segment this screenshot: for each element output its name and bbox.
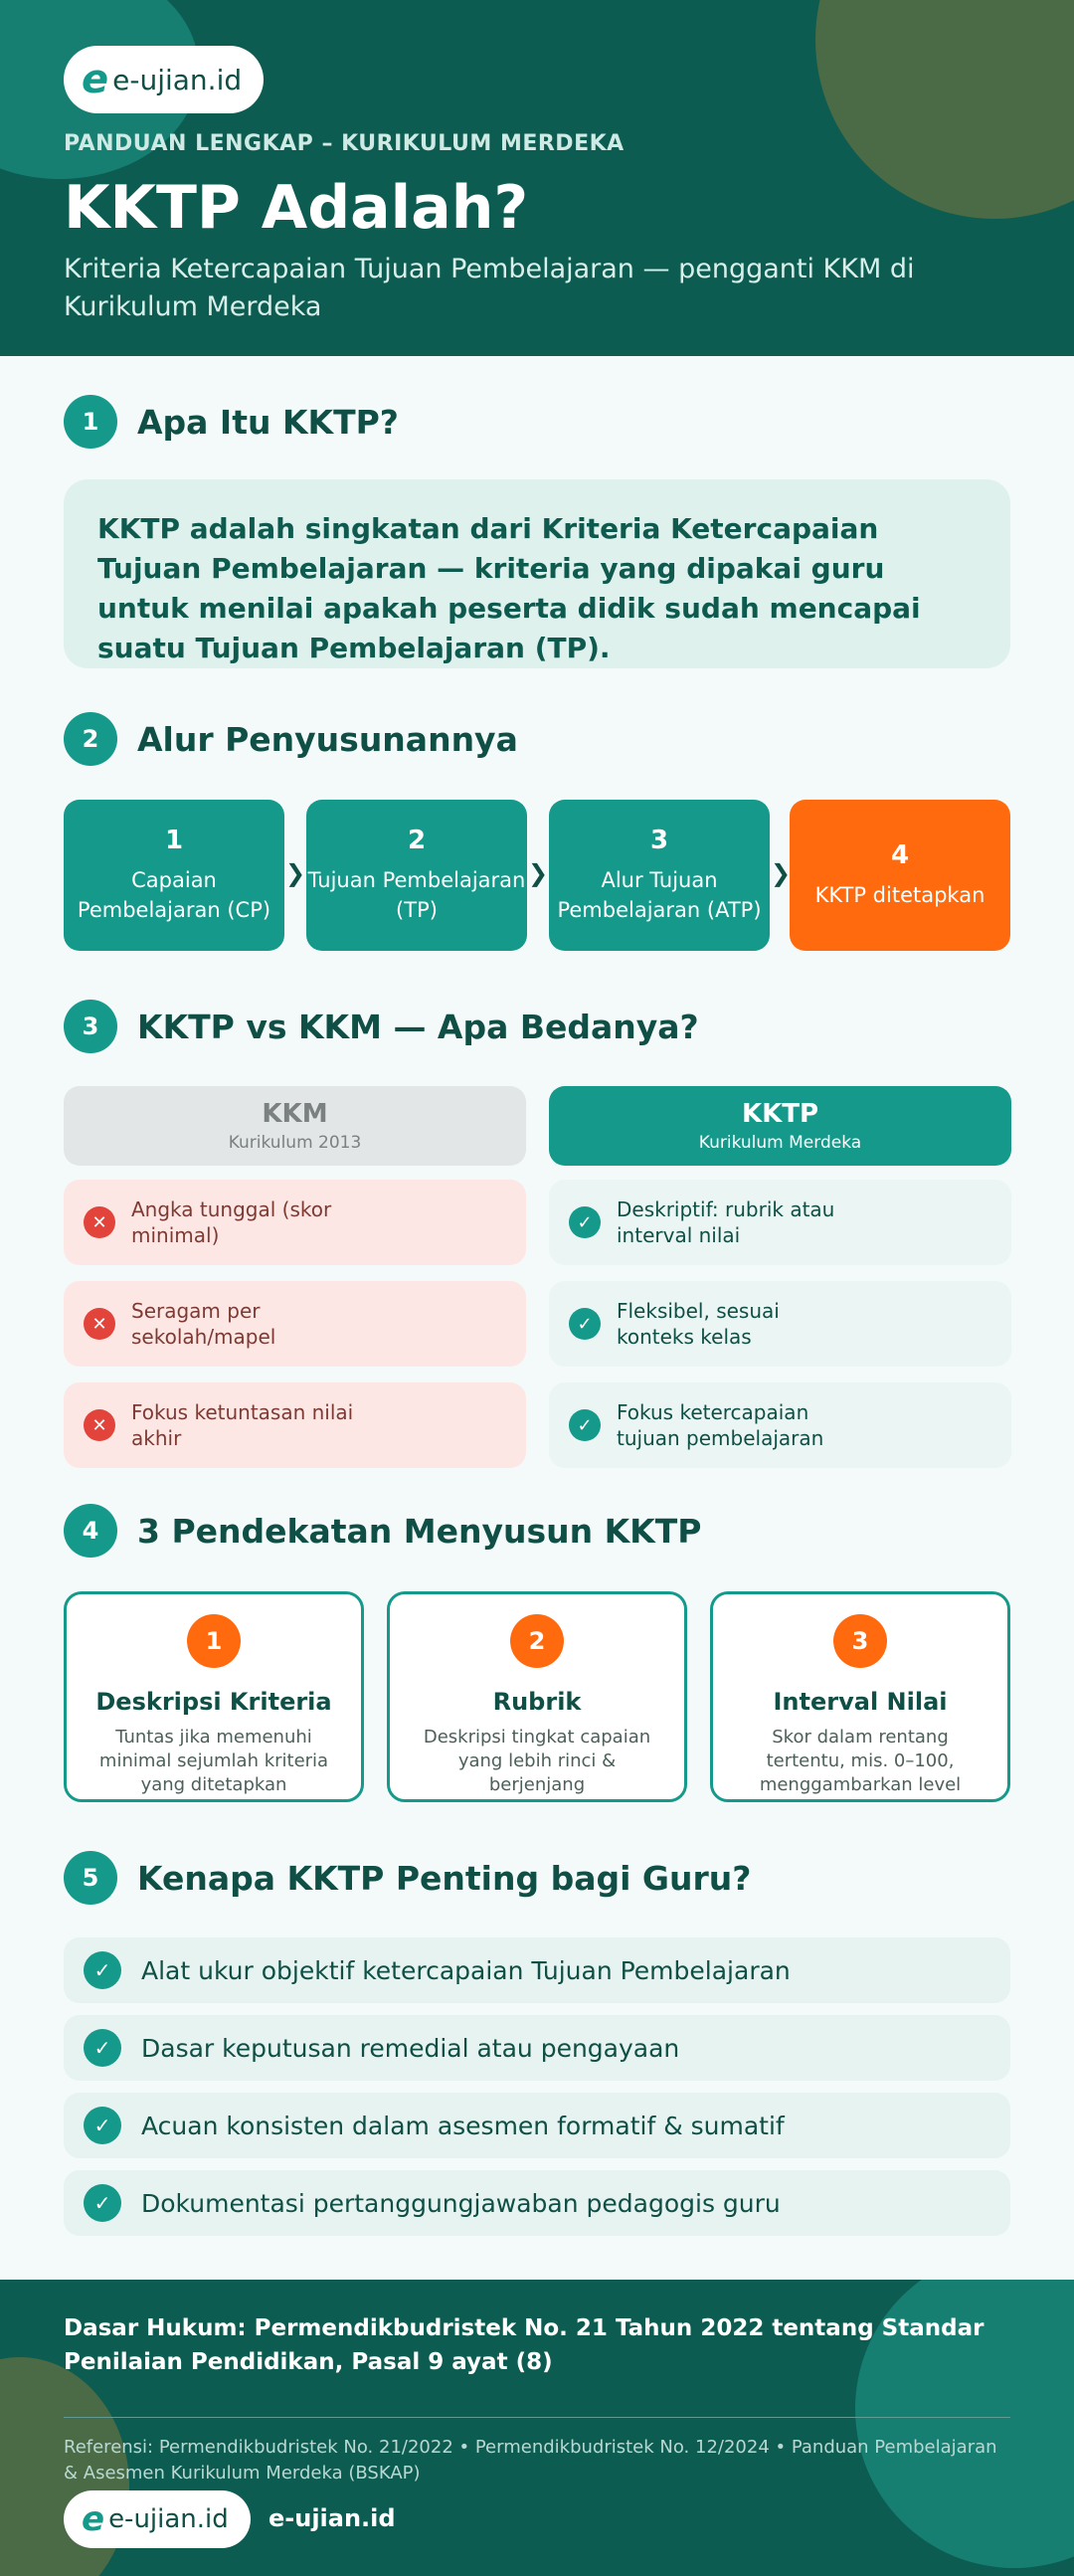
flow-diagram: 1 Capaian Pembelajaran (CP) ❯ 2 Tujuan P… bbox=[64, 800, 1010, 951]
kkm-row-text: Angka tunggal (skor minimal) bbox=[131, 1197, 332, 1247]
check-icon: ✓ bbox=[569, 1206, 601, 1238]
kkm-row-text: Seragam per sekolah/mapel bbox=[131, 1299, 276, 1349]
kkm-row: ✕ Angka tunggal (skor minimal) bbox=[64, 1180, 526, 1265]
x-icon: ✕ bbox=[84, 1308, 115, 1340]
section-heading-flow: 2 Alur Penyusunannya bbox=[64, 712, 518, 766]
x-icon: ✕ bbox=[84, 1409, 115, 1441]
kkm-column-header: KKM Kurikulum 2013 bbox=[64, 1086, 526, 1166]
approach-card: 1 Deskripsi Kriteria Tuntas jika memenuh… bbox=[64, 1591, 364, 1802]
flow-step: 2 Tujuan Pembelajaran (TP) bbox=[306, 800, 527, 951]
logo-text: e-ujian.id bbox=[112, 63, 243, 96]
approach-description: Deskripsi tingkat capaian yang lebih rin… bbox=[423, 1727, 651, 1795]
kktp-title: KKTP bbox=[741, 1099, 819, 1129]
footer-logo[interactable]: e e-ujian.id bbox=[64, 2490, 251, 2548]
kkm-title: KKM bbox=[262, 1099, 328, 1129]
logo-icon: e bbox=[82, 57, 109, 102]
check-icon: ✓ bbox=[84, 1951, 121, 1989]
approach-card: 2 Rubrik Deskripsi tingkat capaian yang … bbox=[387, 1591, 687, 1802]
header-banner: e e-ujian.id PANDUAN LENGKAP – KURIKULUM… bbox=[0, 0, 1074, 356]
benefit-text: Dasar keputusan remedial atau pengayaan bbox=[141, 2033, 680, 2063]
eyebrow-label: PANDUAN LENGKAP – KURIKULUM MERDEKA bbox=[64, 131, 625, 156]
approach-number-badge: 3 bbox=[833, 1614, 887, 1668]
logo-icon: e bbox=[82, 2499, 105, 2539]
kkm-row: ✕ Seragam per sekolah/mapel bbox=[64, 1281, 526, 1367]
section-title: KKTP vs KKM — Apa Bedanya? bbox=[137, 1007, 699, 1046]
x-icon: ✕ bbox=[84, 1206, 115, 1238]
page-title: KKTP Adalah? bbox=[64, 173, 529, 243]
section-number-badge: 1 bbox=[64, 395, 117, 449]
check-icon: ✓ bbox=[84, 2184, 121, 2222]
kktp-row-text: Fokus ketercapaian tujuan pembelajaran bbox=[617, 1400, 824, 1450]
approach-title: Interval Nilai bbox=[773, 1688, 948, 1716]
flow-step-label: Alur Tujuan Pembelajaran (ATP) bbox=[557, 868, 762, 922]
flow-step-label: KKTP ditetapkan bbox=[814, 883, 985, 907]
benefit-item: ✓ Dasar keputusan remedial atau pengayaa… bbox=[64, 2015, 1010, 2081]
check-icon: ✓ bbox=[84, 2029, 121, 2067]
section-title: 3 Pendekatan Menyusun KKTP bbox=[137, 1511, 702, 1551]
kktp-subtitle: Kurikulum Merdeka bbox=[698, 1133, 862, 1153]
benefit-text: Acuan konsisten dalam asesmen formatif &… bbox=[141, 2111, 785, 2140]
section-heading-approaches: 4 3 Pendekatan Menyusun KKTP bbox=[64, 1504, 701, 1558]
logo[interactable]: e e-ujian.id bbox=[64, 46, 265, 113]
benefit-text: Alat ukur objektif ketercapaian Tujuan P… bbox=[141, 1955, 791, 1985]
flow-step: 1 Capaian Pembelajaran (CP) bbox=[64, 800, 284, 951]
chevron-right-icon: ❯ bbox=[770, 859, 792, 887]
flow-step-label: Tujuan Pembelajaran (TP) bbox=[307, 868, 526, 922]
check-icon: ✓ bbox=[569, 1308, 601, 1340]
legal-basis: Dasar Hukum: Permendikbudristek No. 21 T… bbox=[64, 2315, 984, 2375]
section-number-badge: 3 bbox=[64, 1000, 117, 1053]
approach-number-badge: 1 bbox=[187, 1614, 241, 1668]
kktp-row-text: Fleksibel, sesuai konteks kelas bbox=[617, 1299, 780, 1349]
approach-description: Skor dalam rentang tertentu, mis. 0–100,… bbox=[759, 1727, 962, 1795]
flow-step-label: Capaian Pembelajaran (CP) bbox=[77, 868, 271, 922]
approach-card: 3 Interval Nilai Skor dalam rentang tert… bbox=[710, 1591, 1010, 1802]
references: Referensi: Permendikbudristek No. 21/202… bbox=[64, 2437, 997, 2484]
section-heading-comparison: 3 KKTP vs KKM — Apa Bedanya? bbox=[64, 1000, 699, 1053]
approach-description: Tuntas jika memenuhi minimal sejumlah kr… bbox=[98, 1727, 329, 1795]
section-number-badge: 4 bbox=[64, 1504, 117, 1558]
logo-text: e-ujian.id bbox=[108, 2504, 229, 2534]
kkm-subtitle: Kurikulum 2013 bbox=[228, 1133, 362, 1153]
kktp-column-header: KKTP Kurikulum Merdeka bbox=[549, 1086, 1011, 1166]
definition-box: KKTP adalah singkatan dari Kriteria Kete… bbox=[64, 479, 1010, 668]
site-link[interactable]: e-ujian.id bbox=[268, 2504, 396, 2532]
section-heading-importance: 5 Kenapa KKTP Penting bagi Guru? bbox=[64, 1851, 751, 1905]
flow-step-number: 1 bbox=[164, 826, 184, 855]
approach-number-badge: 2 bbox=[510, 1614, 564, 1668]
benefit-item: ✓ Dokumentasi pertanggungjawaban pedagog… bbox=[64, 2170, 1010, 2236]
section-title: Apa Itu KKTP? bbox=[137, 402, 399, 442]
approach-title: Rubrik bbox=[492, 1688, 582, 1716]
decorative-circle bbox=[815, 0, 1074, 219]
benefit-item: ✓ Alat ukur objektif ketercapaian Tujuan… bbox=[64, 1937, 1010, 2003]
kktp-row: ✓ Fokus ketercapaian tujuan pembelajaran bbox=[549, 1382, 1011, 1468]
chevron-right-icon: ❯ bbox=[527, 859, 549, 887]
chevron-right-icon: ❯ bbox=[284, 859, 306, 887]
check-icon: ✓ bbox=[84, 2107, 121, 2144]
kktp-row: ✓ Deskriptif: rubrik atau interval nilai bbox=[549, 1180, 1011, 1265]
kkm-row-text: Fokus ketuntasan nilai akhir bbox=[131, 1400, 354, 1450]
footer: Dasar Hukum: Permendikbudristek No. 21 T… bbox=[0, 2280, 1074, 2576]
flow-step: 3 Alur Tujuan Pembelajaran (ATP) bbox=[549, 800, 770, 951]
benefit-item: ✓ Acuan konsisten dalam asesmen formatif… bbox=[64, 2093, 1010, 2158]
section-title: Alur Penyusunannya bbox=[137, 719, 518, 759]
section-title: Kenapa KKTP Penting bagi Guru? bbox=[137, 1858, 752, 1898]
flow-step-number: 4 bbox=[890, 840, 910, 870]
flow-step-number: 3 bbox=[649, 826, 669, 855]
kkm-row: ✕ Fokus ketuntasan nilai akhir bbox=[64, 1382, 526, 1468]
section-number-badge: 5 bbox=[64, 1851, 117, 1905]
flow-step-final: 4 KKTP ditetapkan bbox=[790, 800, 1010, 951]
check-icon: ✓ bbox=[569, 1409, 601, 1441]
page-subtitle: Kriteria Ketercapaian Tujuan Pembelajara… bbox=[64, 254, 915, 322]
kktp-row-text: Deskriptif: rubrik atau interval nilai bbox=[617, 1197, 835, 1247]
benefit-text: Dokumentasi pertanggungjawaban pedagogis… bbox=[141, 2188, 781, 2218]
footer-divider bbox=[64, 2417, 1010, 2418]
section-heading-definition: 1 Apa Itu KKTP? bbox=[64, 395, 399, 449]
approach-title: Deskripsi Kriteria bbox=[95, 1688, 332, 1716]
flow-step-number: 2 bbox=[407, 826, 427, 855]
section-number-badge: 2 bbox=[64, 712, 117, 766]
kktp-row: ✓ Fleksibel, sesuai konteks kelas bbox=[549, 1281, 1011, 1367]
